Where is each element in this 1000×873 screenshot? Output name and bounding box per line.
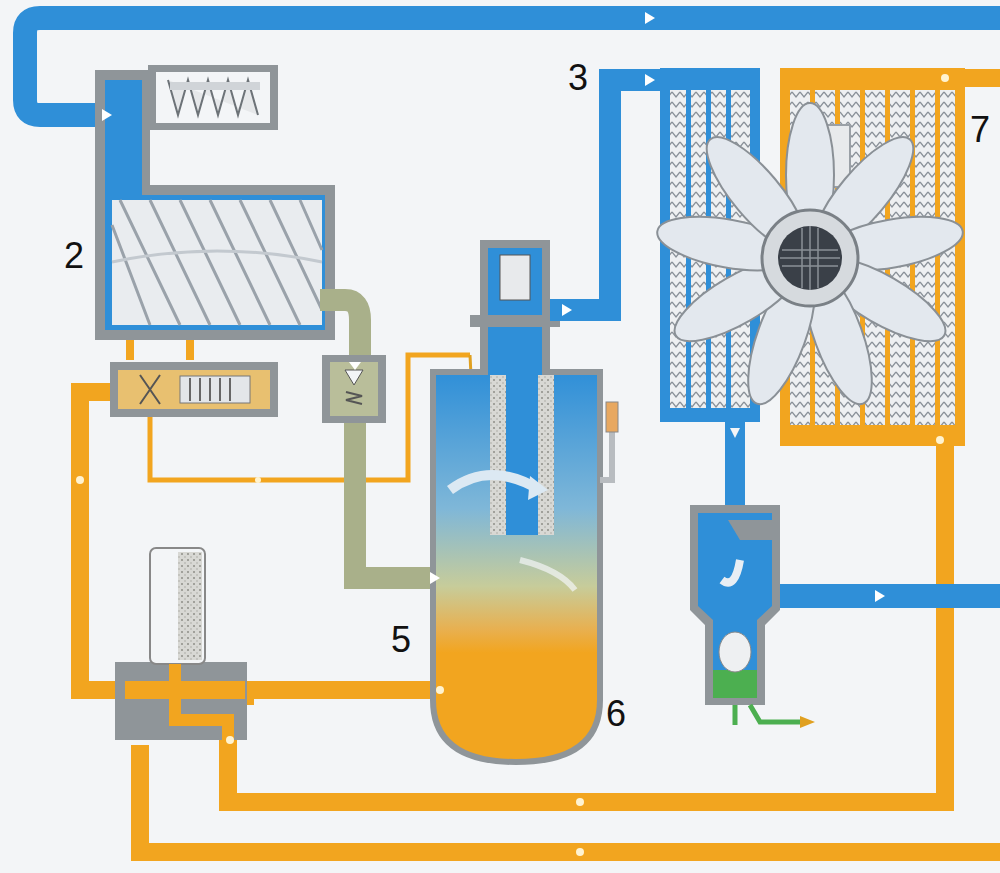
callout-number: 6 [606, 694, 626, 734]
callout-number: 5 [391, 620, 411, 660]
callout-number: 3 [568, 58, 588, 98]
callout-number: 2 [64, 236, 84, 276]
callout-number: 7 [970, 110, 990, 150]
